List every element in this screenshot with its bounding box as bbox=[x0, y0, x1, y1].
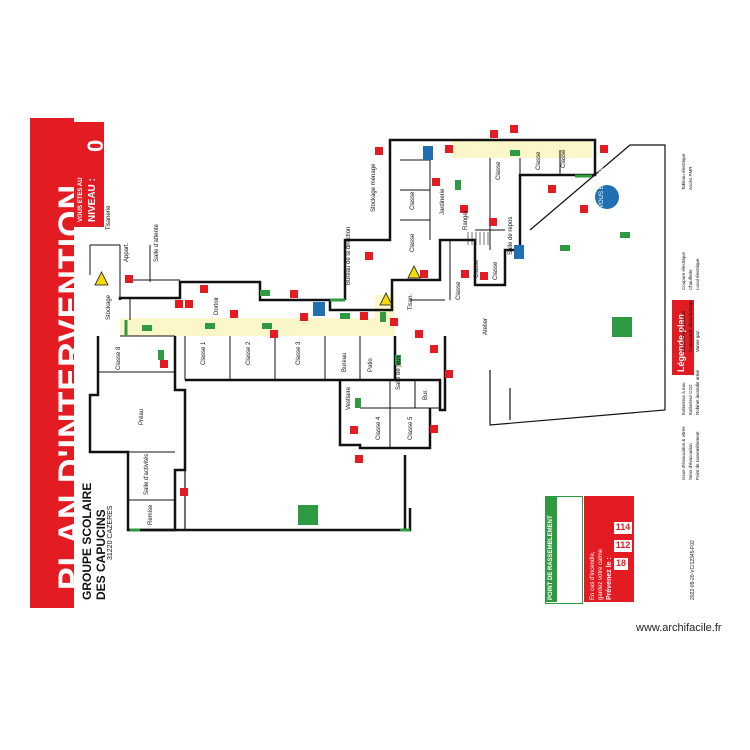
extinguisher-icons bbox=[125, 125, 608, 496]
room-bureau-direction: Bureau de la direction bbox=[346, 227, 352, 285]
fire-line1: En cas d'incendie, bbox=[590, 551, 596, 600]
legend-item: Chaufferie bbox=[688, 269, 693, 290]
room-tisanerie: Tisanerie bbox=[106, 205, 112, 230]
room-classe-d: Classe bbox=[496, 161, 502, 180]
wc-icons bbox=[313, 146, 524, 316]
company-ref: 2022-09-20-VC/12345-F02 bbox=[690, 540, 696, 600]
legend-item: Extincteur à eau bbox=[681, 382, 686, 415]
emergency-112: 112 bbox=[614, 540, 632, 552]
room-stockage: Stockage bbox=[106, 294, 112, 320]
exit-doors bbox=[124, 174, 592, 532]
room-classe4: Classe 4 bbox=[376, 416, 382, 440]
room-salle-jeux: Salle de jeux bbox=[396, 356, 402, 390]
rally-point-title: POINT DE RASSEMBLEMENT bbox=[548, 515, 554, 600]
room-classe-e: Classe bbox=[536, 151, 542, 170]
legend-item: Point de rassemblement bbox=[695, 431, 700, 480]
fire-line3: Prévenez le : bbox=[606, 557, 613, 600]
legend-item: Accès PMR bbox=[688, 166, 693, 190]
room-classe2: Classe 2 bbox=[246, 341, 252, 365]
upper-corridor bbox=[452, 140, 592, 158]
room-tisan: Tisan. bbox=[408, 294, 414, 310]
legend-item: Tableau électrique bbox=[681, 153, 686, 190]
emergency-114: 114 bbox=[614, 522, 632, 534]
title-bar bbox=[30, 118, 74, 608]
room-patio: Patio bbox=[368, 358, 374, 372]
room-salle-activites: Salle d'activités bbox=[144, 454, 150, 495]
you-are-here-marker bbox=[595, 185, 619, 209]
you-are-here-label: VOUS ETES ICI bbox=[599, 164, 605, 208]
fire-line2: gardez votre calme bbox=[598, 548, 604, 600]
legend-item: Déclencheur manuel bbox=[681, 310, 686, 352]
legend-item: Local électrique bbox=[695, 258, 700, 290]
room-ranger: Ranger bbox=[463, 210, 469, 230]
legend-item: Robinet incendie armé bbox=[695, 369, 700, 415]
room-atelier: Atelier bbox=[483, 318, 489, 335]
interior-walls bbox=[89, 150, 561, 501]
room-bureau: Bureau bbox=[342, 353, 348, 372]
room-classe-a: Classe bbox=[410, 191, 416, 210]
room-salle-repos: Salle de repos bbox=[508, 217, 514, 255]
room-classe-b: Classe bbox=[410, 233, 416, 252]
room-jardinerie: Jardinerie bbox=[440, 188, 446, 215]
room-stockage-menage: Stockage ménage bbox=[371, 163, 377, 212]
room-classe-g: Classe bbox=[474, 259, 480, 278]
room-classe1: Classe 1 bbox=[201, 341, 207, 365]
room-remise: Remise bbox=[148, 504, 154, 525]
hazard-icons bbox=[94, 265, 421, 306]
room-preau: Préau bbox=[139, 409, 145, 425]
room-salle-attente: Salle d'attente bbox=[154, 223, 160, 262]
stairs bbox=[467, 232, 489, 245]
evacuation-arrows bbox=[142, 150, 630, 408]
room-classe-h: Classe bbox=[493, 261, 499, 280]
room-vestiaire: Vestiaire bbox=[346, 386, 352, 410]
rally-point-header bbox=[545, 496, 557, 602]
legend-header bbox=[672, 300, 694, 375]
legend-item: Vanne gaz bbox=[695, 330, 700, 352]
watermark: www.archifacile.fr bbox=[636, 622, 722, 634]
legend-item: Issue d'évacuation & vitrée bbox=[681, 426, 686, 480]
room-classe8: Classe 8 bbox=[116, 346, 122, 370]
legend-item: Coupure électrique bbox=[681, 251, 686, 290]
room-classe3: Classe 3 bbox=[296, 341, 302, 365]
main-corridor bbox=[120, 318, 395, 336]
room-appart: Appart. bbox=[124, 242, 130, 262]
room-classe5: Classe 5 bbox=[408, 416, 414, 440]
room-bur: Bur. bbox=[423, 389, 429, 400]
room-classe-c: Classe bbox=[456, 281, 462, 300]
courtyard-lines bbox=[184, 144, 666, 530]
legend-item: Commande désenfumage bbox=[688, 300, 693, 352]
emergency-18: 18 bbox=[614, 558, 628, 570]
legend-item: Sens d'évacuation bbox=[688, 443, 693, 480]
level-box bbox=[74, 122, 104, 227]
legend-item: Extincteur CO2 bbox=[688, 384, 693, 415]
room-dortoir: Dortoir bbox=[214, 297, 220, 315]
room-classe-f: Classe bbox=[561, 149, 567, 168]
